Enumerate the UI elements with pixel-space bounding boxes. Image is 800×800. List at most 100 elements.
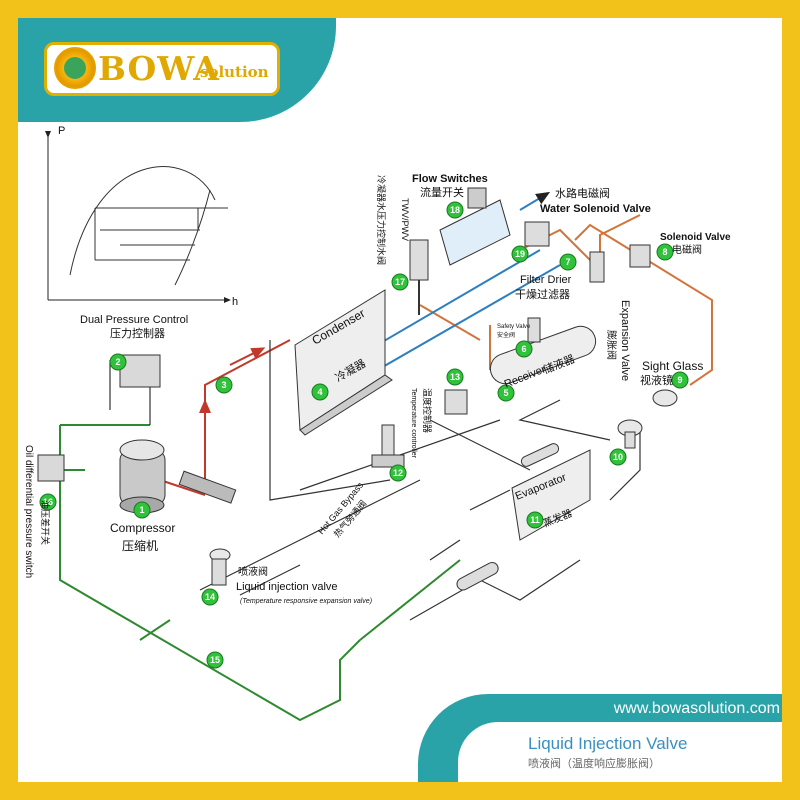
water-shell — [439, 187, 511, 266]
badge-circle-icon — [201, 588, 219, 606]
badge-number: 16 — [43, 497, 53, 507]
badge-circle-icon — [446, 368, 464, 386]
badge-7: 7 — [559, 253, 577, 271]
sight-glass-label: Sight Glass — [642, 359, 703, 373]
badge-8: 8 — [656, 243, 674, 261]
temp-controller-label-cn: 温度控制器 — [422, 388, 433, 433]
badge-number: 7 — [565, 257, 570, 267]
sight-glass — [652, 389, 678, 407]
logo-subtitle: solution — [200, 63, 269, 81]
temp-controller-label: Temperature controller — [410, 388, 417, 459]
dual-pressure-label: Dual Pressure Control — [80, 314, 188, 326]
badge-number: 10 — [613, 452, 623, 462]
badge-circle-icon — [515, 340, 533, 358]
compressor — [119, 439, 237, 514]
filter-drier-label-cn: 干燥过滤器 — [515, 288, 570, 301]
ph-y-label: P — [58, 125, 65, 137]
badge-circle-icon — [391, 273, 409, 291]
expansion-valve-label: Expansion Valve — [619, 300, 631, 381]
badge-number: 5 — [503, 388, 508, 398]
expansion-valve — [617, 419, 643, 449]
badge-16: 16 — [39, 493, 57, 511]
badge-circle-icon — [206, 651, 224, 669]
badge-number: 3 — [221, 380, 226, 390]
flow-switches-label: Flow Switches — [412, 173, 488, 185]
badge-3: 3 — [215, 376, 233, 394]
twv-label: TWV/PWV — [400, 198, 410, 241]
badge-circle-icon — [215, 376, 233, 394]
badge-circle-icon — [609, 448, 627, 466]
badge-1: 1 — [133, 501, 151, 519]
receiver — [489, 325, 597, 385]
solenoid-valve-label: Solenoid Valve — [660, 232, 731, 243]
badge-circle-icon — [497, 384, 515, 402]
temperature-controller — [444, 389, 468, 415]
badge-circle-icon — [311, 383, 329, 401]
compressor-label: Compressor — [110, 521, 175, 535]
badge-17: 17 — [391, 273, 409, 291]
badge-number: 1 — [139, 505, 144, 515]
expansion-valve-label-cn: 膨胀阀 — [605, 330, 618, 360]
badge-19: 19 — [511, 245, 529, 263]
badge-number: 11 — [530, 515, 540, 525]
badge-circle-icon — [511, 245, 529, 263]
filter-drier — [589, 251, 605, 283]
badge-number: 4 — [317, 387, 322, 397]
badge-circle-icon — [39, 493, 57, 511]
safety-valve-label-cn: 安全阀 — [497, 331, 515, 339]
badge-14: 14 — [201, 588, 219, 606]
liquid-injection-valve — [209, 548, 231, 586]
filter-drier-label: Filter Drier — [520, 274, 572, 286]
badge-9: 9 — [671, 371, 689, 389]
compressor-label-cn: 压缩机 — [122, 538, 158, 553]
badge-number: 12 — [393, 468, 403, 478]
badge-5: 5 — [497, 384, 515, 402]
suction-lines — [59, 424, 461, 722]
solenoid-valve — [629, 244, 651, 268]
liquid-injection-label: Liquid injection valve — [236, 581, 338, 593]
badge-number: 8 — [662, 247, 667, 257]
badge-11: 11 — [526, 511, 544, 529]
ph-chart: P h — [45, 125, 238, 308]
liquid-injection-label-cn: 喷液阀 — [238, 565, 268, 578]
solenoid-valve-label-cn: 电磁阀 — [672, 243, 702, 256]
badge-circle-icon — [656, 243, 674, 261]
badge-number: 14 — [205, 592, 215, 602]
logo-emblem-center-icon — [64, 57, 86, 79]
hot-gas-bypass-valve — [371, 424, 405, 468]
water-solenoid-valve — [524, 221, 550, 247]
footer-title-cn: 喷液阀（温度响应膨胀阀） — [528, 758, 660, 770]
badge-number: 17 — [395, 277, 405, 287]
badge-circle-icon — [133, 501, 151, 519]
footer-title: Liquid Injection Valve — [528, 734, 688, 753]
ph-x-label: h — [232, 296, 238, 308]
badge-number: 13 — [450, 372, 460, 382]
badge-number: 2 — [115, 357, 120, 367]
dual-pressure-label-cn: 压力控制器 — [110, 326, 165, 340]
discharge-lines — [159, 339, 291, 496]
auxiliary-lines — [109, 340, 641, 621]
oil-diff-switch — [37, 454, 65, 482]
badge-circle-icon — [446, 201, 464, 219]
badge-15: 15 — [206, 651, 224, 669]
badge-circle-icon — [671, 371, 689, 389]
badge-number: 18 — [450, 205, 460, 215]
badge-2: 2 — [109, 353, 127, 371]
badge-circle-icon — [526, 511, 544, 529]
badge-6: 6 — [515, 340, 533, 358]
badge-13: 13 — [446, 368, 464, 386]
twv-valve — [409, 239, 429, 315]
website-link[interactable]: www.bowasolution.com — [613, 700, 780, 717]
badge-10: 10 — [609, 448, 627, 466]
dual-pressure-control — [119, 354, 161, 388]
badge-circle-icon — [109, 353, 127, 371]
safety-valve-label: Safety Valve — [497, 324, 531, 330]
condenser — [294, 289, 393, 436]
badge-number: 19 — [515, 249, 525, 259]
badge-circle-icon — [559, 253, 577, 271]
water-solenoid-label-cn: 水路电磁阀 — [555, 186, 610, 200]
badge-circle-icon — [389, 464, 407, 482]
badge-number: 15 — [210, 655, 220, 665]
